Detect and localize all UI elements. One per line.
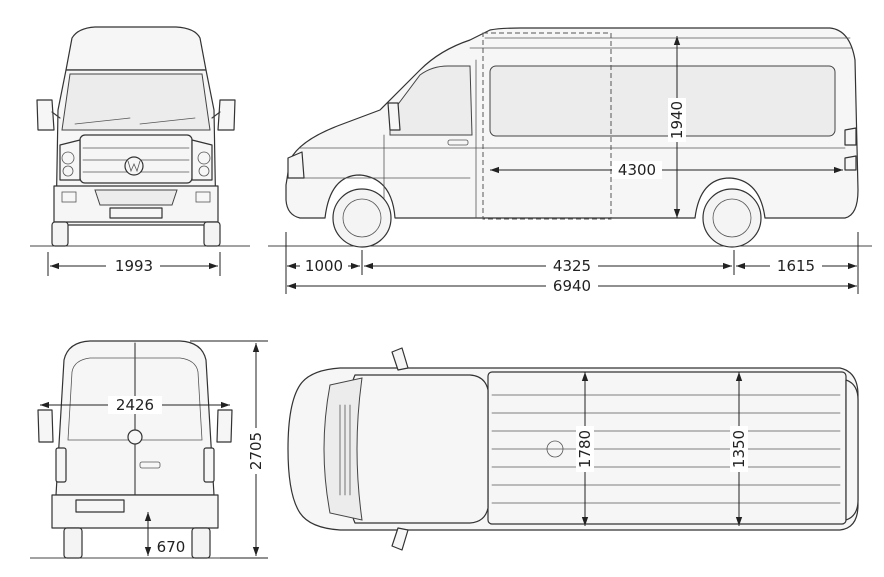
overall-height-label: 2705 [247, 432, 265, 470]
cargo-length-label: 4300 [618, 161, 656, 179]
between-arches-label: 1350 [730, 430, 748, 468]
mirror-width-label: 2426 [116, 396, 154, 414]
rear-overhang-label: 1615 [777, 257, 815, 275]
wheelbase-label: 4325 [553, 257, 591, 275]
side-height-label: 1940 [668, 101, 686, 139]
rear-view [30, 340, 268, 559]
front-width-label: 1993 [115, 257, 153, 275]
top-view [287, 347, 859, 551]
overall-length-label: 6940 [553, 277, 591, 295]
front-overhang-label: 1000 [305, 257, 343, 275]
side-view [268, 27, 872, 295]
front-view [30, 26, 250, 276]
step-height-label: 670 [157, 538, 186, 556]
cargo-width-label: 1780 [576, 430, 594, 468]
